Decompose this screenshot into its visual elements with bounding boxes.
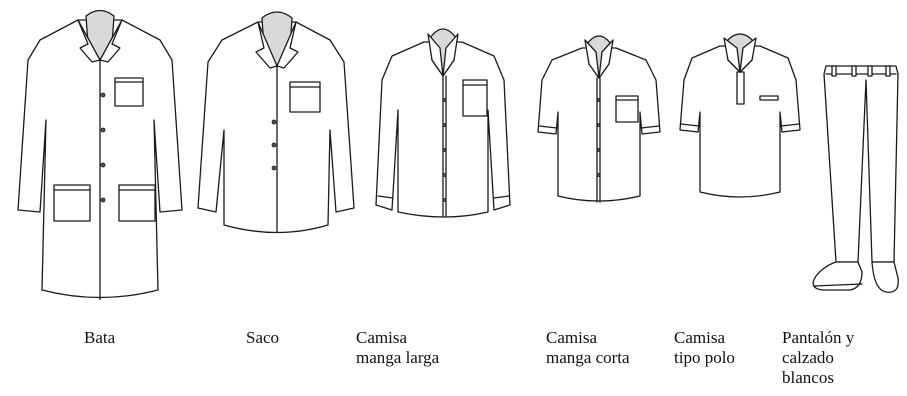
label-line: Camisa <box>356 328 407 347</box>
label-camisa-tipo-polo: Camisa tipo polo <box>674 328 735 368</box>
label-saco: Saco <box>246 328 279 348</box>
camisa-manga-corta-illustration <box>537 35 661 203</box>
label-camisa-manga-corta: Camisa manga corta <box>546 328 630 368</box>
saco-illustration <box>197 11 355 234</box>
camisa-tipo-polo-illustration <box>679 33 801 198</box>
pantalon-calzado-illustration <box>812 65 899 293</box>
label-line: Pantalón y <box>782 328 855 347</box>
label-line: Saco <box>246 328 280 347</box>
label-line: blancos <box>782 368 834 387</box>
label-line: Camisa <box>546 328 597 347</box>
label-line: calzado <box>782 348 834 367</box>
label-line: manga larga <box>356 348 440 367</box>
label-line: Camisa <box>674 328 725 347</box>
label-camisa-manga-larga: Camisa manga larga <box>356 328 439 368</box>
bata-illustration <box>17 9 183 300</box>
label-line: Bata <box>84 328 116 347</box>
label-line: tipo polo <box>674 348 735 367</box>
camisa-manga-larga-illustration <box>375 28 511 218</box>
label-bata: Bata <box>84 328 115 348</box>
label-pantalon-calzado: Pantalón y calzado blancos <box>782 328 854 388</box>
garments-illustration <box>17 9 899 300</box>
label-line: manga corta <box>546 348 630 367</box>
